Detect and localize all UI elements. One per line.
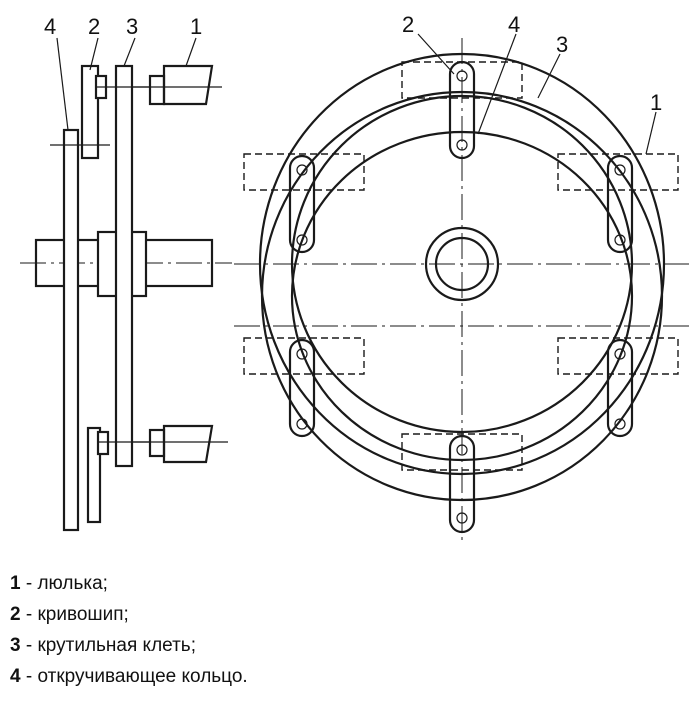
legend-text: - кривошип; xyxy=(20,604,129,625)
crank-left-upper xyxy=(288,154,316,254)
bottom-cradle xyxy=(148,428,166,458)
cradle-left-upper xyxy=(243,153,365,191)
legend-number: 1 xyxy=(10,573,21,594)
front-hub-inner xyxy=(434,236,490,292)
callout-front-3: 3 xyxy=(556,32,568,57)
legend-number: 4 xyxy=(10,666,21,687)
cage-plate xyxy=(114,64,134,468)
legend-item-cage: 3 - крутильная клеть; xyxy=(10,630,248,661)
crank-left-lower xyxy=(288,338,316,438)
front-view: 2 4 3 1 xyxy=(234,12,690,540)
crank-top xyxy=(448,60,476,160)
legend-text: - люлька; xyxy=(20,573,108,594)
mechanism-drawing: 4 2 3 1 xyxy=(20,12,690,540)
callout-front-4: 4 xyxy=(508,12,520,37)
legend-text: - крутильная клеть; xyxy=(20,635,196,656)
crank-bottom xyxy=(448,434,476,534)
twisting-ring-plate xyxy=(62,128,80,532)
legend-item-cradle: 1 - люлька; xyxy=(10,568,248,599)
legend-item-ring: 4 - откручивающее кольцо. xyxy=(10,661,248,692)
side-view: 4 2 3 1 xyxy=(20,14,232,532)
top-crank xyxy=(80,64,100,160)
twisting-ring xyxy=(260,90,664,502)
top-cradle xyxy=(148,74,166,106)
callout-side-2: 2 xyxy=(88,14,100,39)
callout-side-1: 1 xyxy=(190,14,202,39)
callout-side-3: 3 xyxy=(126,14,138,39)
cradle-bottom xyxy=(401,433,523,471)
legend: 1 - люлька; 2 - кривошип; 3 - крутильная… xyxy=(10,568,248,692)
legend-number: 2 xyxy=(10,604,21,625)
cradle-right-upper xyxy=(557,153,679,191)
legend-item-crank: 2 - кривошип; xyxy=(10,599,248,630)
cradle-left-lower xyxy=(243,337,365,375)
callout-front-2: 2 xyxy=(402,12,414,37)
legend-text: - откручивающее кольцо. xyxy=(20,666,248,687)
cradle-right-lower xyxy=(557,337,679,375)
front-hub-outer xyxy=(424,226,500,302)
cage-outer-ring xyxy=(258,52,666,476)
callout-side-4: 4 xyxy=(44,14,56,39)
crank-right-lower xyxy=(606,338,634,438)
crank-right-upper xyxy=(606,154,634,254)
callout-front-1: 1 xyxy=(650,90,662,115)
legend-number: 3 xyxy=(10,635,21,656)
